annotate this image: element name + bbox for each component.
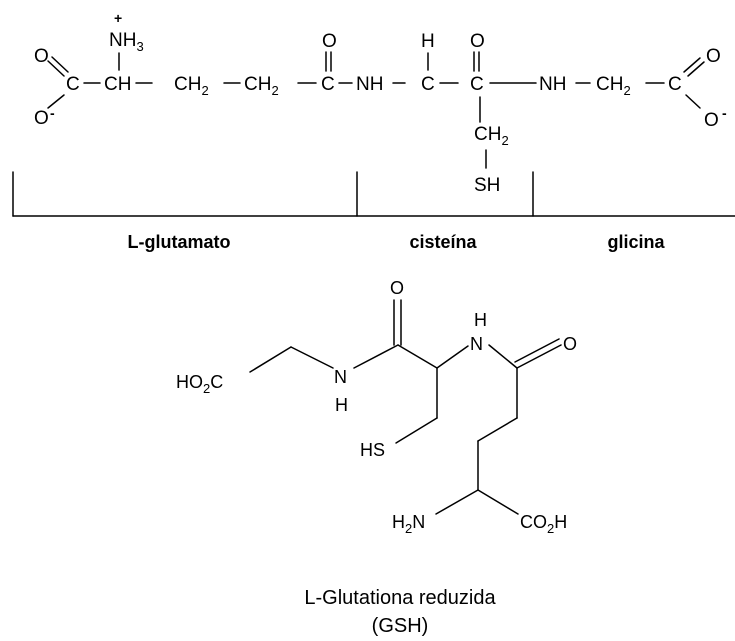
skeletal-o-top: O [390, 278, 404, 298]
bond-cb-s [395, 417, 438, 444]
cys-alpha-h: H [421, 31, 435, 52]
bond-c-o-glu-b [514, 338, 560, 363]
caption-line-2: (GSH) [372, 615, 429, 637]
bond-glu-2 [477, 417, 518, 442]
skeletal-n-left: N [334, 367, 347, 387]
skeletal-co2h: CO2H [520, 512, 567, 536]
right-carboxylate-c: C [668, 74, 682, 95]
skeletal-h2n: H2N [392, 512, 425, 536]
bond-ch2-n [290, 346, 334, 369]
skeletal-ho2c: HO2C [176, 372, 223, 396]
bond-n-co [353, 344, 399, 369]
left-carboxylate-c: C [66, 74, 80, 95]
bond-c-o-single [47, 94, 65, 109]
skeletal-formula: HO2C N H O H N O HS H2N CO2H [176, 278, 577, 536]
cys-side-ch2: CH2 [474, 124, 509, 148]
amide1-c: C [321, 74, 335, 95]
left-carboxylate-charge: - [50, 105, 55, 121]
bond-c-o-single-r [685, 94, 701, 109]
alpha-ch: CH [104, 74, 131, 95]
left-carboxylate-o-top: O [34, 46, 49, 67]
bond-co-ca [397, 344, 438, 369]
ammonium-atom: NH3 [109, 30, 144, 54]
cys-alpha-c: C [421, 74, 435, 95]
bond-c-o-glu-a [516, 344, 562, 369]
bond-c-o-double-r-a [683, 57, 701, 73]
ch2-1: CH2 [174, 74, 209, 98]
segment-label-glycine: glicina [607, 232, 665, 252]
cys-side-sh: SH [474, 175, 500, 196]
right-carboxylate-o-bottom: O [704, 110, 719, 131]
skeletal-h-left: H [335, 395, 348, 415]
amide2-c: C [470, 74, 484, 95]
caption-line-1: L-Glutationa reduzida [304, 587, 496, 609]
amide2-nh: NH [539, 74, 566, 95]
segment-label-glutamate: L-glutamato [128, 232, 231, 252]
bond-ca-n [436, 345, 469, 369]
ammonium-charge: + [114, 10, 122, 26]
bond-c-o-double-b [51, 56, 69, 73]
bond-cooh-ch2 [249, 346, 292, 373]
skeletal-h-right: H [474, 310, 487, 330]
bond-glu-n [435, 489, 479, 515]
bond-n-c-glu [488, 344, 518, 369]
ch2-2: CH2 [244, 74, 279, 98]
amide2-o: O [470, 31, 485, 52]
right-carboxylate-charge: - [722, 105, 727, 121]
amide1-o: O [322, 31, 337, 52]
right-carboxylate-o-top: O [706, 46, 721, 67]
bond-c-o-double-a [47, 60, 65, 77]
top-structural-formula: + NH3 O C O - CH CH2 CH2 O C NH H C O [34, 10, 727, 196]
segment-brackets [12, 171, 735, 217]
gly-ch2: CH2 [596, 74, 631, 98]
bond-c-o-double-r-b [687, 61, 705, 77]
skeletal-n-right: N [470, 334, 483, 354]
segment-label-cysteine: cisteína [409, 232, 477, 252]
bond-glu-cooh [477, 489, 519, 515]
skeletal-o-right: O [563, 334, 577, 354]
amide1-nh: NH [356, 74, 383, 95]
skeletal-hs: HS [360, 440, 385, 460]
left-carboxylate-o-bottom: O [34, 108, 49, 129]
